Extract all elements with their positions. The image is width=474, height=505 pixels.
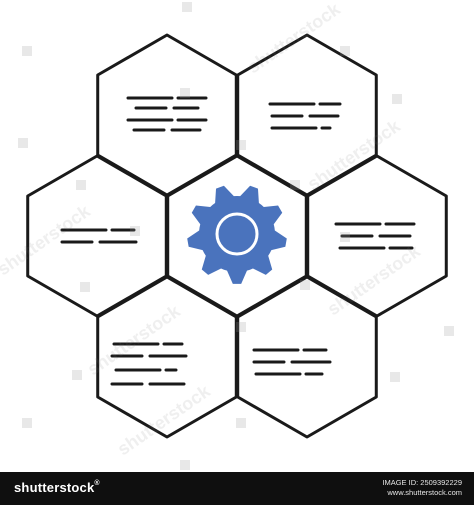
footer-logo-trademark: ® bbox=[94, 480, 100, 487]
gear-icon bbox=[187, 185, 287, 284]
footer-site: www.shutterstock.com bbox=[387, 488, 462, 497]
gear-ring bbox=[215, 212, 259, 256]
footer-image-id: IMAGE ID: 2509392229 bbox=[382, 478, 462, 487]
text-lines-icon bbox=[252, 348, 332, 376]
text-lines-icon bbox=[60, 228, 138, 244]
text-lines-icon bbox=[268, 102, 342, 130]
text-lines-icon bbox=[334, 222, 416, 250]
text-lines-icon bbox=[126, 96, 208, 132]
gear-body bbox=[187, 185, 287, 284]
footer-bar: shutterstock® IMAGE ID: 2509392229 www.s… bbox=[0, 472, 474, 505]
footer-logo-text: shutterstock bbox=[14, 480, 95, 495]
hex-cell-bottom-right bbox=[236, 275, 378, 439]
footer-info: IMAGE ID: 2509392229 www.shutterstock.co… bbox=[382, 478, 462, 498]
diagram-area: shutterstock shutterstock shutterstock s… bbox=[0, 0, 454, 470]
footer-logo: shutterstock® bbox=[14, 480, 100, 495]
text-lines-icon bbox=[110, 342, 188, 386]
honeycomb-diagram bbox=[26, 33, 448, 439]
